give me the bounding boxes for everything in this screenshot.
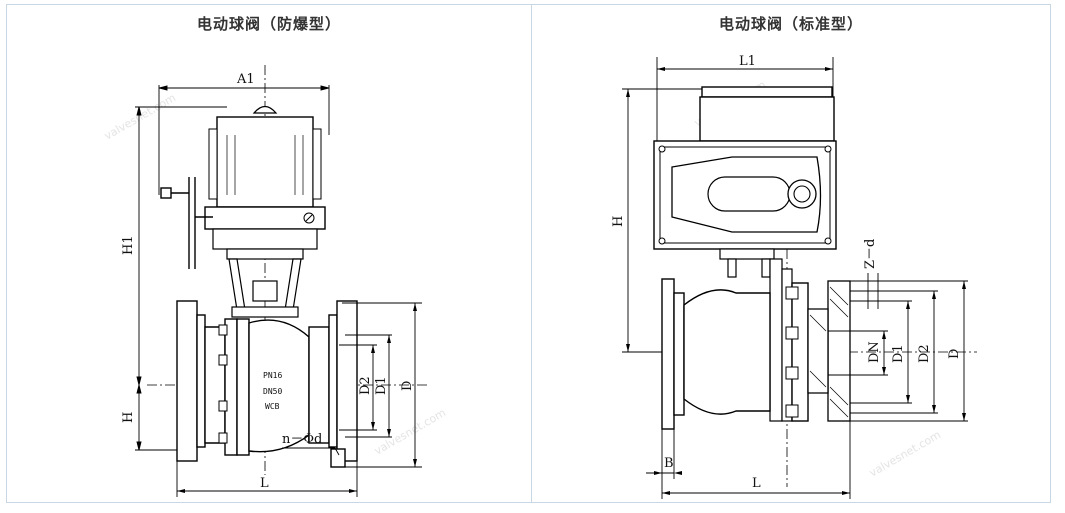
body-pn: PN16 bbox=[263, 371, 282, 380]
dim-b: B bbox=[664, 456, 674, 471]
dim-h-right: H bbox=[611, 216, 626, 227]
svg-text:valvesnet.com: valvesnet.com bbox=[102, 91, 178, 142]
dim-l1: L1 bbox=[739, 54, 756, 69]
standard-cell: 电动球阀（标准型） valvesnet.com valvesnet.com L1 bbox=[532, 5, 1050, 502]
dim-h: H bbox=[121, 412, 136, 423]
explosion-proof-title: 电动球阀（防爆型） bbox=[196, 15, 341, 33]
dim-d1-right: D1 bbox=[891, 344, 906, 363]
dim-d2-right: D2 bbox=[917, 344, 932, 363]
dim-d1: D1 bbox=[374, 376, 389, 395]
dim-d-right: D bbox=[947, 349, 962, 359]
svg-text:valvesnet.com: valvesnet.com bbox=[372, 406, 448, 457]
dim-a1: A1 bbox=[236, 72, 255, 87]
body-dn: DN50 bbox=[263, 387, 282, 396]
explosion-proof-cell: 电动球阀（防爆型） valvesnet.com valvesnet.com A1 bbox=[7, 5, 532, 502]
standard-drawing: valvesnet.com valvesnet.com L1 H bbox=[611, 54, 977, 499]
dim-l: L bbox=[260, 476, 269, 491]
dim-dn: DN bbox=[867, 341, 882, 363]
standard-title: 电动球阀（标准型） bbox=[718, 15, 863, 33]
body-material: WCB bbox=[265, 402, 280, 411]
dim-d2: D2 bbox=[358, 376, 373, 395]
valve-comparison-table: 电动球阀（防爆型） valvesnet.com valvesnet.com A1 bbox=[6, 4, 1051, 503]
dim-z-d: Z－d bbox=[863, 239, 878, 269]
dim-n-phi-d: n－Φd bbox=[282, 432, 322, 447]
svg-text:valvesnet.com: valvesnet.com bbox=[867, 428, 943, 479]
dim-d: D bbox=[400, 381, 415, 391]
explosion-proof-drawing: valvesnet.com valvesnet.com A1 H bbox=[102, 65, 448, 497]
dim-l-right: L bbox=[752, 476, 761, 491]
dim-h1: H1 bbox=[121, 235, 136, 255]
